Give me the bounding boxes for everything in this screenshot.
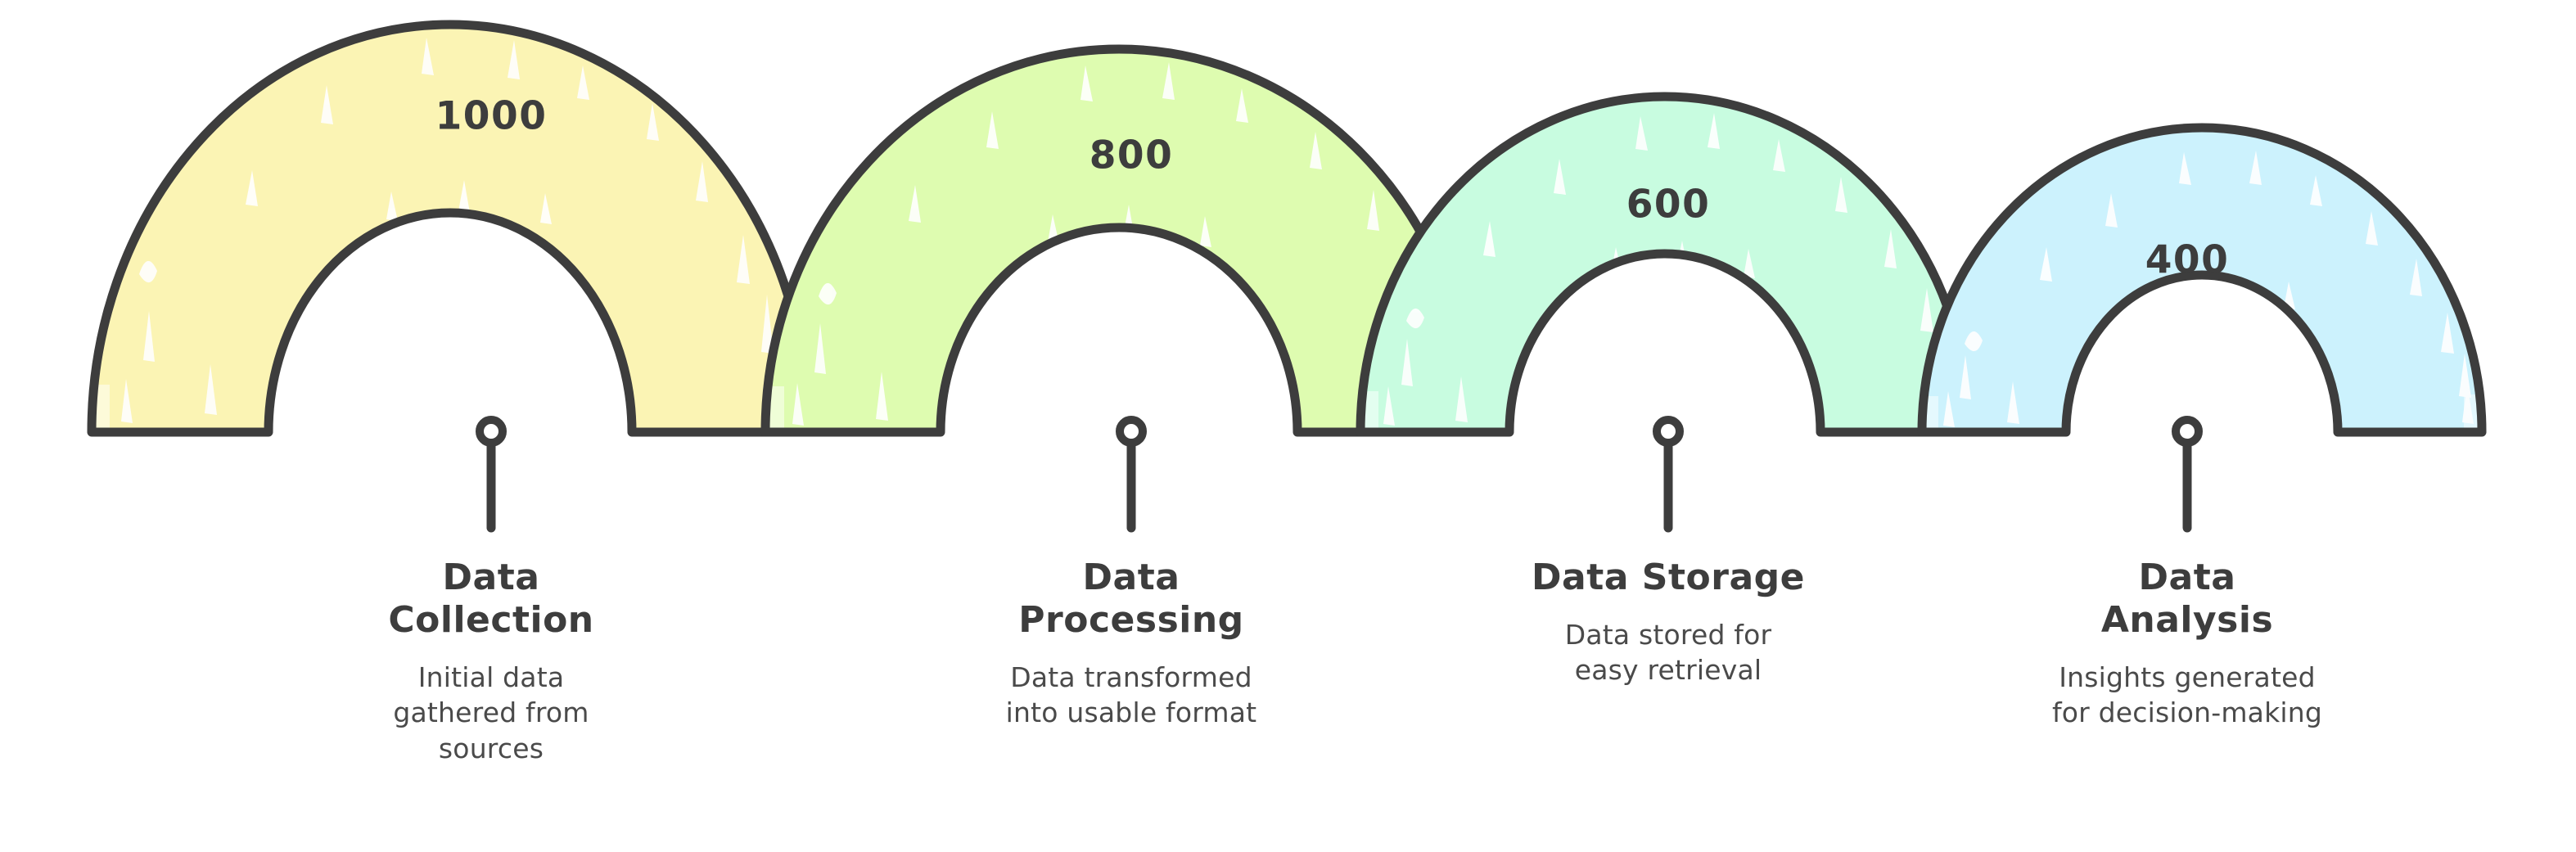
connector-ring-1 — [476, 416, 507, 447]
connector-2[interactable] — [1116, 416, 1147, 533]
arch-fill-1 — [92, 25, 809, 432]
stage-desc-3: Data stored for easy retrieval — [1480, 617, 1856, 688]
stage-desc-1-line3: sources — [438, 732, 544, 764]
stage-desc-4-line1: Insights generated — [2059, 660, 2316, 693]
stage-title-2: Data Processing — [943, 557, 1320, 642]
stage-desc-3-line2: easy retrieval — [1574, 654, 1762, 687]
arch-texture-4 — [1920, 151, 2482, 432]
arch-segment-3[interactable] — [1356, 92, 1974, 437]
stage-desc-2-line2: into usable format — [1005, 696, 1257, 729]
arch-value-label-2: 800 — [1089, 133, 1174, 178]
stage-desc-2-line1: Data transformed — [1010, 660, 1252, 693]
connector-ring-3 — [1653, 416, 1684, 447]
stage-label-3[interactable]: Data Storage Data stored for easy retrie… — [1480, 557, 1856, 688]
connector-3[interactable] — [1653, 416, 1684, 533]
stage-label-4[interactable]: Data Analysis Insights generated for dec… — [1999, 557, 2375, 731]
arch-segment-1[interactable] — [87, 20, 814, 437]
stage-label-2[interactable]: Data Processing Data transformed into us… — [943, 557, 1320, 731]
stage-label-1[interactable]: Data Collection Initial data gathered fr… — [303, 557, 679, 766]
stage-desc-3-line1: Data stored for — [1564, 618, 1772, 651]
stage-title-3-line1: Data Storage — [1532, 557, 1805, 598]
arch-value-label-3: 600 — [1626, 182, 1711, 228]
stage-desc-2: Data transformed into usable format — [943, 660, 1320, 731]
stage-title-1-line2: Collection — [388, 598, 594, 641]
stage-title-3: Data Storage — [1480, 557, 1856, 599]
arch-value-label-4: 400 — [2145, 237, 2230, 283]
stage-title-4: Data Analysis — [1999, 557, 2375, 642]
stage-title-1: Data Collection — [303, 557, 679, 642]
arch-fill-2 — [765, 49, 1473, 432]
connector-ring-4 — [2172, 416, 2203, 447]
arch-outline-4 — [1917, 123, 2487, 437]
stage-desc-1: Initial data gathered from sources — [303, 660, 679, 767]
stage-title-2-line2: Processing — [1018, 598, 1244, 641]
stage-title-1-line1: Data — [442, 557, 540, 598]
stage-desc-4: Insights generated for decision-making — [1999, 660, 2375, 731]
stage-title-4-line1: Data — [2138, 557, 2236, 598]
connector-ring-2 — [1116, 416, 1147, 447]
connector-4[interactable] — [2172, 416, 2203, 533]
arch-fill-4 — [1922, 128, 2482, 432]
arch-value-label-1: 1000 — [435, 93, 548, 139]
connector-1[interactable] — [476, 416, 507, 533]
stage-title-2-line1: Data — [1082, 557, 1180, 598]
arch-segment-4[interactable] — [1917, 123, 2487, 437]
stage-desc-1-line2: gathered from — [393, 696, 589, 729]
stage-title-4-line2: Analysis — [2100, 598, 2274, 641]
arch-fill-3 — [1360, 97, 1969, 432]
stage-desc-1-line1: Initial data — [417, 660, 565, 693]
stage-desc-4-line2: for decision-making — [2051, 696, 2323, 729]
